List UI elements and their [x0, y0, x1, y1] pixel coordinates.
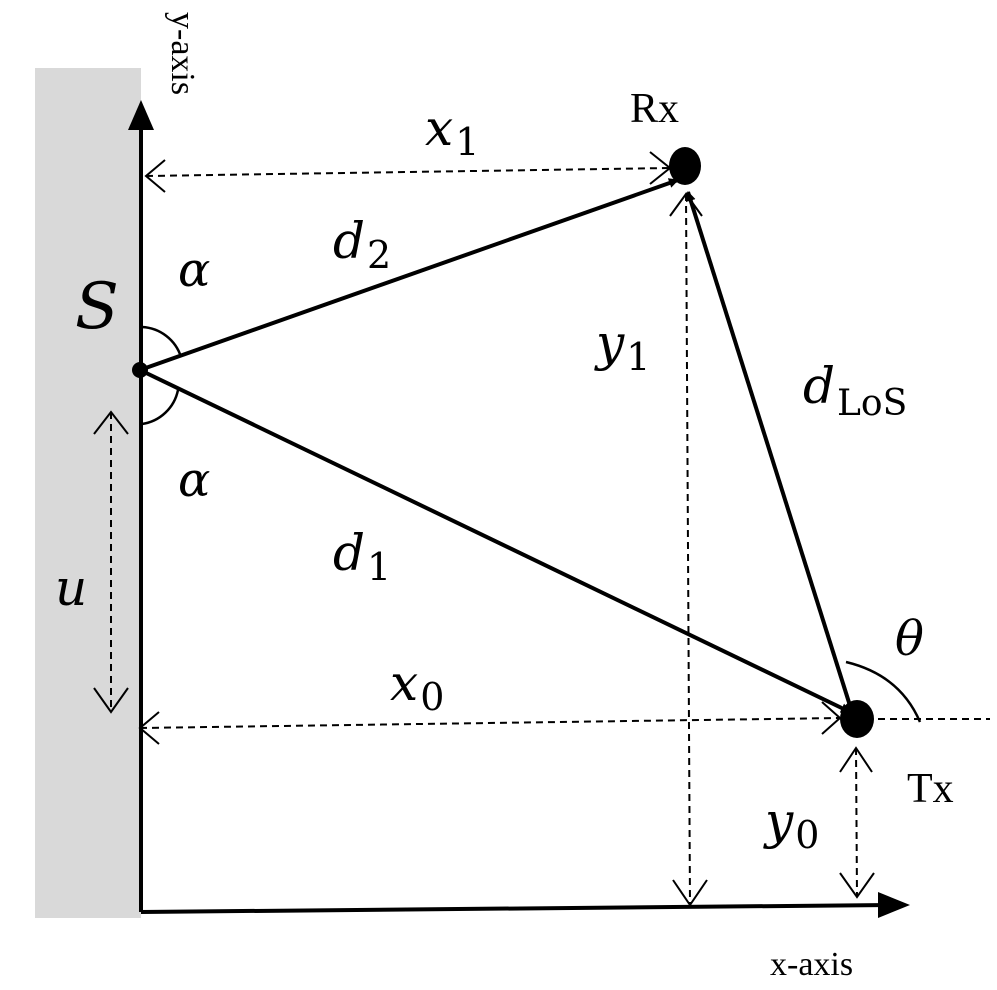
reflection-point-dot	[132, 362, 148, 378]
alpha-arc-lower	[141, 389, 180, 426]
y1-dimension	[669, 192, 708, 907]
y-axis	[128, 100, 154, 912]
tx-node	[840, 700, 874, 738]
y0-dimension	[839, 746, 875, 899]
dlos-label: dLoS	[803, 357, 907, 424]
theta-label: θ	[895, 611, 924, 667]
alpha-arc-upper	[141, 325, 183, 358]
d2-label: d2	[333, 212, 391, 277]
y1-label: y1	[594, 314, 650, 379]
y0-label: y0	[763, 792, 819, 857]
u-label: u	[55, 559, 87, 617]
rx-node	[669, 147, 701, 185]
alpha-label-lower: α	[178, 452, 210, 508]
wall	[35, 68, 141, 918]
x1-dimension	[144, 151, 672, 193]
y-axis-label: y-axis	[164, 12, 201, 95]
d1-ray	[139, 368, 851, 714]
dlos-ray	[685, 191, 854, 713]
x0-dimension	[138, 701, 990, 745]
d1-label: d1	[333, 524, 391, 589]
rx-label: Rx	[630, 86, 679, 132]
d2-ray	[139, 178, 679, 372]
x-axis	[140, 892, 910, 918]
reflection-point-label: S	[75, 270, 119, 344]
x-axis-label: x-axis	[770, 946, 853, 983]
alpha-label-upper: α	[178, 242, 210, 298]
x1-label: x1	[425, 99, 479, 164]
theta-arc	[845, 660, 922, 723]
x0-label: x0	[390, 654, 444, 719]
u-dimension	[93, 410, 129, 714]
tx-label: Tx	[907, 766, 954, 812]
